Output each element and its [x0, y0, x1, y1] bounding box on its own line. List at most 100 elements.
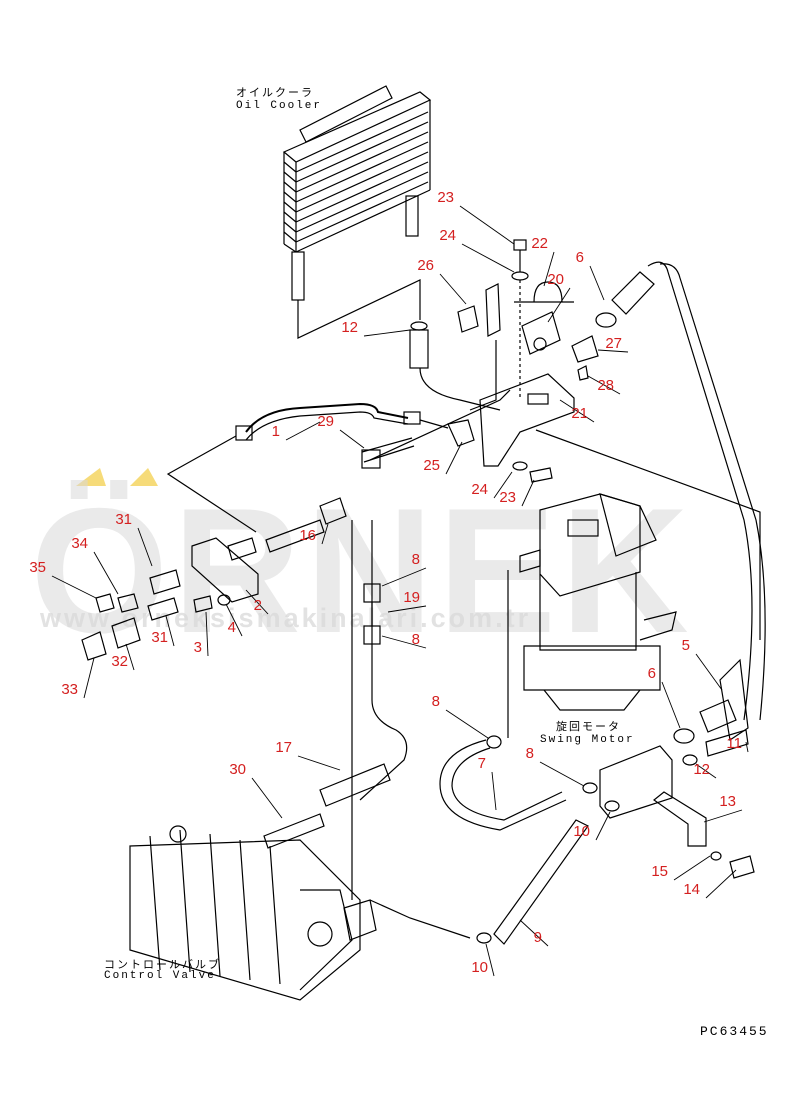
callout-number: 10: [573, 823, 590, 840]
hose-5-outer: [647, 261, 753, 721]
callout-leader: [439, 273, 467, 305]
callout-number: 3: [194, 639, 202, 656]
callout-leader: [83, 657, 95, 699]
callout-leader: [251, 777, 283, 819]
hose-7-inner: [451, 747, 563, 821]
fitting-32: [111, 617, 141, 649]
fitting-31-upper: [149, 569, 181, 595]
hose-top-right: [611, 271, 655, 315]
callout-leader: [381, 635, 427, 649]
clamp-8-motor: [486, 735, 502, 749]
hose-30: [263, 813, 325, 849]
callout-leader: [363, 329, 411, 337]
manifold-tee: [599, 745, 673, 819]
callout-number: 19: [403, 589, 420, 606]
callout-number: 12: [341, 319, 358, 336]
swing-motor-label-jp: 旋回モータ: [556, 722, 621, 734]
plug-28: [577, 365, 589, 381]
line-right-vertical: [359, 520, 408, 801]
drawing-code: PC63455: [700, 1024, 769, 1039]
callout-number: 9: [534, 929, 542, 946]
callout-number: 8: [412, 551, 420, 568]
callout-leader: [539, 761, 585, 787]
control-valve-label-en: Control Valve: [104, 970, 216, 982]
callout-number: 21: [571, 405, 588, 422]
callout-number: 31: [115, 511, 132, 528]
callout-number: 23: [499, 489, 516, 506]
callout-number: 33: [61, 681, 78, 698]
callout-leader: [125, 643, 135, 671]
pipe-1-fitting-left: [235, 425, 253, 441]
callout-leader: [205, 611, 209, 657]
callout-number: 12: [693, 761, 710, 778]
callout-leader: [559, 399, 595, 423]
callout-leader: [339, 429, 365, 449]
callout-leader: [705, 869, 737, 899]
hose-7-outer: [439, 739, 567, 831]
callout-leader: [493, 471, 513, 499]
callout-number: 8: [412, 631, 420, 648]
callout-leader: [673, 855, 711, 881]
clamp-6-lower: [673, 728, 695, 744]
callout-number: 14: [683, 881, 700, 898]
callout-leader: [695, 653, 723, 691]
callout-number: 7: [478, 755, 486, 772]
callout-leader: [491, 771, 497, 811]
clamp-6-upper: [595, 312, 617, 328]
callout-number: 26: [417, 257, 434, 274]
clamp-8-right: [582, 782, 598, 794]
control-valve-label-jp: コントロールバルブ: [104, 960, 221, 972]
callout-number: 6: [648, 665, 656, 682]
callout-leader: [225, 603, 243, 637]
callout-number: 25: [423, 457, 440, 474]
callout-number: 35: [29, 559, 46, 576]
hose-5-end: [719, 658, 749, 742]
hose-17: [319, 763, 391, 807]
callout-leader: [597, 349, 629, 353]
callout-number: 34: [71, 535, 88, 552]
swing-motor-label-en: Swing Motor: [540, 734, 635, 746]
control-valve-line: [369, 899, 471, 939]
callout-number: 24: [439, 227, 456, 244]
callout-leader: [93, 551, 119, 595]
fitting-16: [265, 519, 325, 553]
pipe-1-fitting-right: [403, 411, 421, 425]
clamp-12-lower: [682, 754, 698, 766]
callout-leader: [695, 763, 717, 779]
bolt-3: [193, 595, 213, 613]
callout-leader: [51, 575, 97, 599]
pipe-1: [245, 402, 409, 433]
callout-number: 31: [151, 629, 168, 646]
callout-number: 20: [547, 271, 564, 288]
hose-11: [705, 729, 749, 757]
callout-leader: [589, 265, 605, 301]
callout-leader: [461, 243, 515, 273]
control-valve: [129, 825, 377, 1001]
swing-motor: [519, 493, 677, 711]
callout-leader: [381, 567, 427, 587]
oil-cooler-label-en: Oil Cooler: [236, 100, 323, 112]
callout-leader: [745, 741, 749, 753]
bracket-21: [479, 373, 575, 467]
elbow-25: [447, 419, 475, 447]
callout-leader: [285, 421, 321, 441]
callout-leader: [703, 809, 743, 823]
callout-leader: [547, 287, 571, 323]
callout-number: 5: [682, 637, 690, 654]
callout-leader: [297, 755, 341, 771]
callout-number: 23: [437, 189, 454, 206]
callout-number: 27: [605, 335, 622, 352]
hose-9: [493, 819, 589, 945]
oil-cooler-label-jp: オイルクーラ: [236, 88, 314, 100]
callout-leader: [521, 479, 535, 507]
callout-leader: [459, 205, 515, 245]
callout-number: 8: [432, 693, 440, 710]
callout-leader: [587, 375, 621, 395]
callout-leader: [445, 441, 463, 475]
callout-leader: [387, 605, 427, 613]
elbow-27: [571, 335, 599, 363]
watermark-brand: ÖRNEK: [30, 471, 693, 670]
